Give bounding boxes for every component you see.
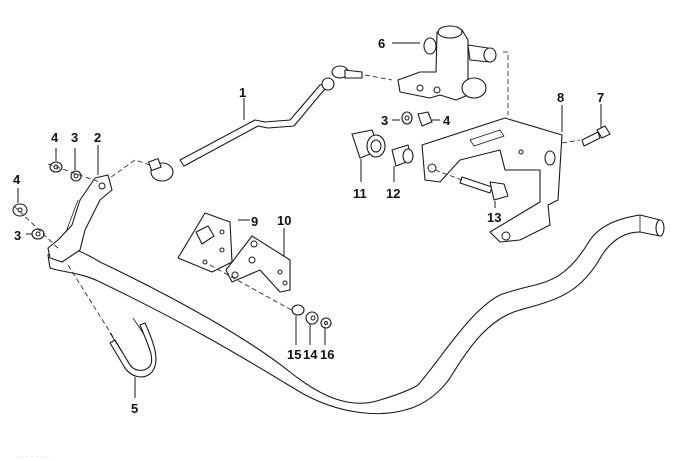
level-control-valve[interactable] [397, 25, 497, 101]
washer-small[interactable] [320, 317, 332, 329]
callout-16[interactable]: 16 [320, 347, 334, 362]
u-bolt[interactable] [109, 317, 157, 378]
nut-center[interactable] [417, 111, 433, 127]
sleeve[interactable] [291, 304, 305, 316]
callout-8[interactable]: 8 [557, 90, 564, 105]
callout-10[interactable]: 10 [277, 213, 291, 228]
callout-5[interactable]: 5 [131, 401, 138, 416]
holder-bracket[interactable] [225, 235, 291, 293]
callout-15[interactable]: 15 [287, 347, 301, 362]
callout-3-lower[interactable]: 3 [14, 228, 21, 243]
callout-3-center[interactable]: 3 [381, 113, 388, 128]
callout-12[interactable]: 12 [386, 186, 400, 201]
callout-4-center[interactable]: 4 [443, 113, 451, 128]
watermark: · · · · · · · · [16, 452, 53, 461]
callout-11[interactable]: 11 [353, 186, 367, 201]
leader-lines [17, 42, 602, 398]
callout-2[interactable]: 2 [94, 130, 101, 145]
rubber-bushing[interactable] [351, 129, 386, 159]
callout-13[interactable]: 13 [487, 210, 501, 225]
hex-bolt[interactable] [581, 125, 611, 147]
rubber-mount[interactable] [305, 311, 319, 325]
callout-14[interactable]: 14 [303, 347, 318, 362]
spacer-sleeve[interactable] [391, 144, 414, 167]
stabilizer-bar[interactable] [47, 214, 665, 415]
callout-9[interactable]: 9 [251, 214, 258, 229]
rod-bracket[interactable] [47, 174, 113, 263]
callout-1[interactable]: 1 [239, 85, 246, 100]
callout-4-lower[interactable]: 4 [13, 172, 21, 187]
valve-bracket[interactable] [421, 117, 563, 243]
callout-7[interactable]: 7 [597, 90, 604, 105]
callout-3-upper[interactable]: 3 [71, 130, 78, 145]
washer-center[interactable] [401, 111, 413, 125]
connecting-rod[interactable] [148, 65, 363, 182]
callout-4-upper[interactable]: 4 [51, 130, 59, 145]
callout-6[interactable]: 6 [378, 36, 385, 51]
hex-bolt-long[interactable] [459, 176, 509, 201]
nut-lower[interactable] [12, 203, 28, 217]
washer-lower[interactable] [31, 228, 45, 240]
washer-upper[interactable] [70, 170, 82, 182]
mounting-plate[interactable] [177, 212, 233, 273]
